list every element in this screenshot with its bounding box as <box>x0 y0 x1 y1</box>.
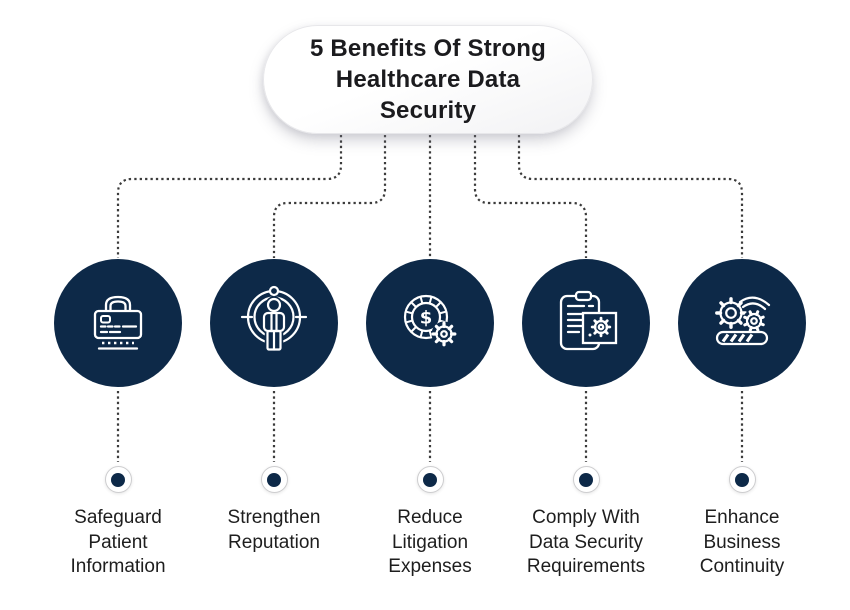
dollar-coin-gear-icon: $ <box>403 294 457 347</box>
connector-line-2 <box>272 135 387 258</box>
benefit-circle-2 <box>210 259 338 387</box>
bullet-marker-4 <box>572 466 600 493</box>
bullet-dot-4 <box>579 472 593 487</box>
benefit-label-3: Reduce Litigation Expenses <box>388 507 472 577</box>
benefit-circle-5 <box>678 259 806 387</box>
person-target-icon <box>240 285 308 353</box>
benefit-circle-4 <box>522 259 650 387</box>
benefit-circle-3: $ <box>366 259 494 387</box>
title-capsule: 5 Benefits Of Strong Healthcare Data Sec… <box>263 25 593 134</box>
connector-line-4 <box>473 135 588 258</box>
credit-card-lock-icon <box>93 295 143 350</box>
bullet-dot-5 <box>735 472 749 487</box>
bullet-dot-2 <box>267 472 281 487</box>
clipboard-gear-icon <box>559 290 618 351</box>
connector-line-5 <box>517 135 744 258</box>
benefit-label-4: Comply With Data Security Requirements <box>526 507 646 577</box>
benefit-label-1: Safeguard Patient Information <box>70 507 166 577</box>
gears-progress-bar-icon <box>715 296 771 346</box>
bullet-dot-1 <box>111 472 125 487</box>
bullet-marker-1 <box>104 466 132 493</box>
benefit-label-2: Strengthen Reputation <box>227 507 321 553</box>
bullet-marker-2 <box>260 466 288 493</box>
connector-line-1 <box>116 135 343 258</box>
bullet-marker-5 <box>728 466 756 493</box>
dollar-sign-glyph: $ <box>420 308 433 329</box>
bullet-marker-3 <box>416 466 444 493</box>
page-title: 5 Benefits Of Strong Healthcare Data Sec… <box>309 35 547 124</box>
benefit-circle-1 <box>54 259 182 387</box>
benefit-label-5: Enhance Business Continuity <box>699 507 785 577</box>
bullet-dot-3 <box>423 472 437 487</box>
